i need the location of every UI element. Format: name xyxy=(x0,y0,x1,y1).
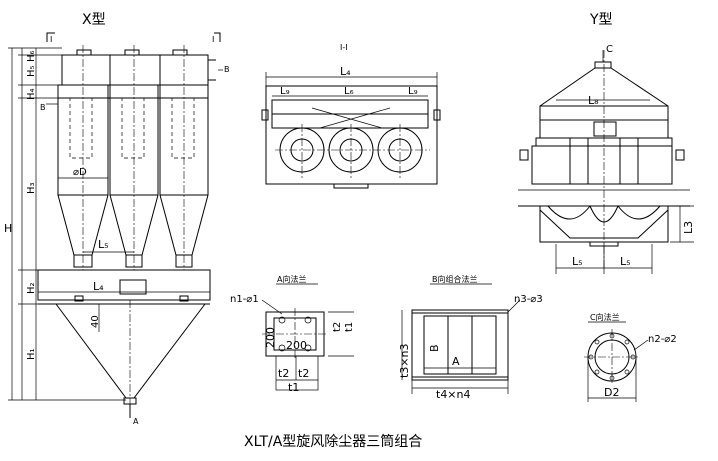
drawing-caption: XLT/A型旋风除尘器三筒组合 xyxy=(244,433,422,450)
l9-left-label: L₉ xyxy=(280,86,290,97)
h6-label: H₆ xyxy=(26,50,37,62)
section-mark-left: I xyxy=(50,35,52,44)
flange-c-title: C向法兰 xyxy=(590,312,620,322)
l9-right-label: L₉ xyxy=(408,86,418,97)
flange-a-t2-v: t2 xyxy=(332,322,343,332)
y-l5-left-label: L₅ xyxy=(572,255,583,268)
l4-label: L₄ xyxy=(93,280,104,293)
cyclone-cylinders xyxy=(57,45,209,270)
dim-40-label: 40 xyxy=(90,315,101,328)
flange-b-a-label: A xyxy=(452,355,460,368)
flange-a-t2-b: t2 xyxy=(298,367,309,380)
x-type-title: X型 xyxy=(82,12,106,28)
flange-b-holes-label: n3-⌀3 xyxy=(514,294,543,305)
flange-c-d2-label: D2 xyxy=(604,386,619,399)
y-type-view: Y型 C L₈ L3 xyxy=(518,12,695,274)
outlet-a-label: A xyxy=(133,417,139,426)
flange-b-t3n3: t3×n3 xyxy=(398,344,411,379)
flange-a-200-h: 200 xyxy=(286,339,307,352)
l3-label: L3 xyxy=(682,221,695,234)
h2-label: H₂ xyxy=(26,282,37,294)
flange-b-title: B向组合法兰 xyxy=(432,274,478,284)
flange-b-detail: B向组合法兰 n3-⌀3 t3×n3 B A t4×n4 xyxy=(398,274,543,401)
flange-a-t1-v: t1 xyxy=(344,322,355,332)
h3-label: H₃ xyxy=(26,182,37,194)
flange-a-t1-h: t1 xyxy=(288,381,299,394)
flange-c-holes-label: n2-⌀2 xyxy=(648,334,677,345)
section-mark-right: I xyxy=(212,35,214,44)
y-l5-right-label: L₅ xyxy=(620,255,631,268)
flange-a-detail: A向法兰 n1-⌀1 200 200 t2 t1 t2 t2 t1 xyxy=(230,274,355,394)
section-title: I-I xyxy=(340,43,348,52)
y-c-label: C xyxy=(606,44,613,55)
y-type-title: Y型 xyxy=(589,12,613,28)
diameter-d-label: ⌀D xyxy=(73,167,87,178)
l6-label: L₆ xyxy=(344,86,354,97)
flange-a-t2-a: t2 xyxy=(278,367,289,380)
inlet-b-label: B xyxy=(224,65,230,74)
side-b-label: B xyxy=(40,103,46,112)
h1-label: H₁ xyxy=(26,348,37,360)
section-l4-label: L₄ xyxy=(340,65,351,78)
h-label: H xyxy=(4,222,12,235)
x-type-view: X型 I I B xyxy=(4,12,230,426)
flange-a-holes-label: n1-⌀1 xyxy=(230,294,259,305)
h4-label: H₄ xyxy=(26,88,37,100)
flange-a-title: A向法兰 xyxy=(277,274,306,284)
flange-a-200-v: 200 xyxy=(264,327,277,348)
section-i-i-view: I-I L₄ L₉ L₆ L₉ xyxy=(261,43,441,189)
l8-label: L₈ xyxy=(588,94,599,107)
flange-b-t4n4: t4×n4 xyxy=(436,388,471,401)
flange-b-b-label: B xyxy=(428,344,441,352)
flange-c-detail: C向法兰 n2-⌀2 D2 xyxy=(584,312,677,402)
h5-label: H₅ xyxy=(26,65,37,77)
l5-label: L₅ xyxy=(98,238,109,251)
